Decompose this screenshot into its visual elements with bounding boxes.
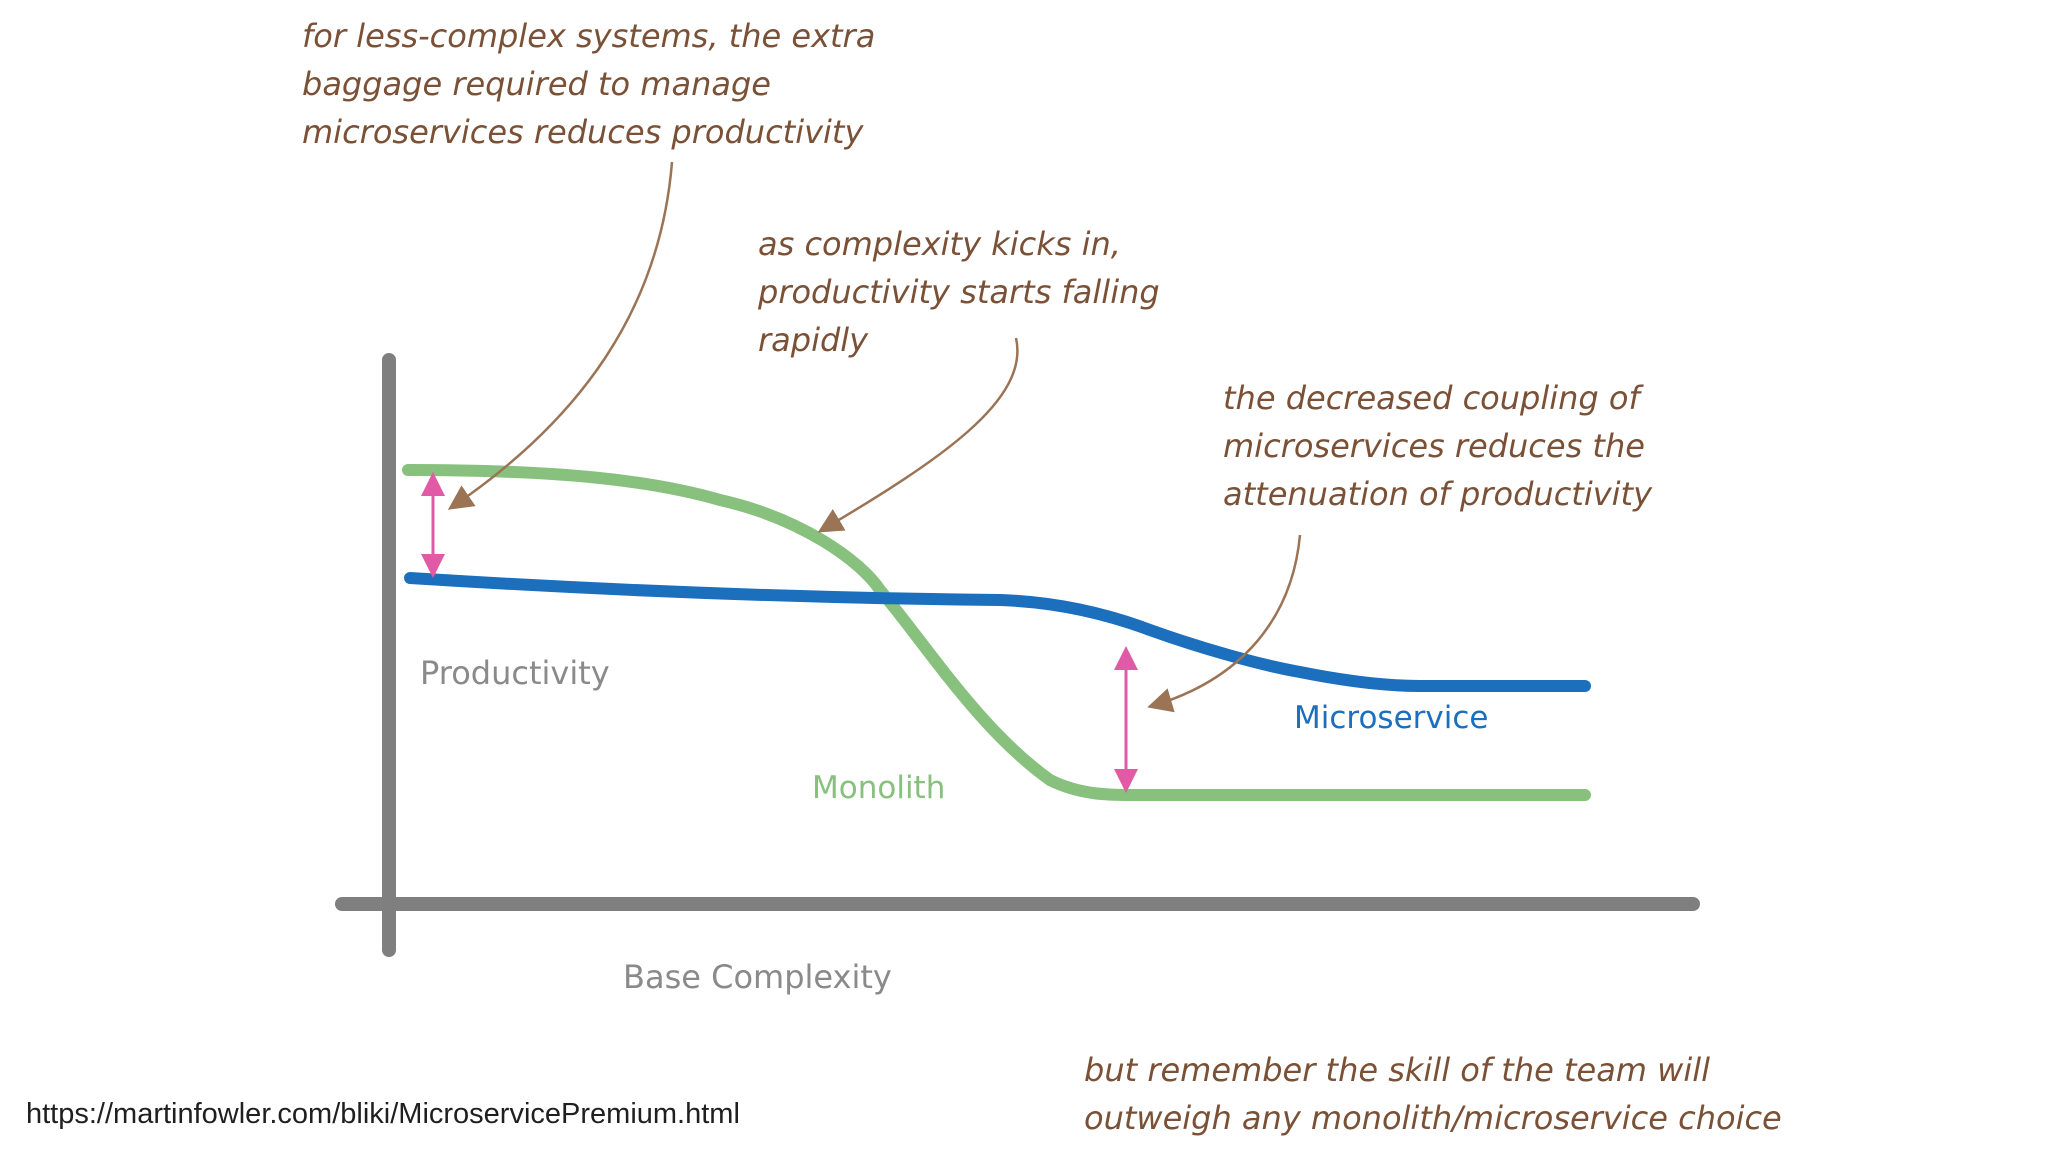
top-left-annotation-arrow <box>447 161 674 510</box>
y-axis-label: Productivity <box>420 654 610 692</box>
annotation-line: microservices reduces the <box>1223 427 1645 465</box>
middle-annotation-arrow <box>817 337 1019 533</box>
annotation-line: as complexity kicks in, <box>758 225 1121 263</box>
annotation-line: attenuation of productivity <box>1223 475 1653 513</box>
annotation-bottom: but remember the skill of the team will … <box>1084 1046 1782 1142</box>
annotation-line: outweigh any monolith/microservice choic… <box>1084 1099 1782 1137</box>
annotation-line: baggage required to manage <box>302 65 771 103</box>
annotation-line: the decreased coupling of <box>1223 379 1640 417</box>
annotation-line: rapidly <box>758 321 869 359</box>
annotation-top-left: for less-complex systems, the extra bagg… <box>302 12 875 156</box>
x-axis-label: Base Complexity <box>623 958 892 996</box>
annotation-line: productivity starts falling <box>758 273 1160 311</box>
annotation-line: microservices reduces productivity <box>302 113 864 151</box>
microservice-label: Microservice <box>1294 700 1489 736</box>
annotation-line: but remember the skill of the team will <box>1084 1051 1710 1089</box>
monolith-label: Monolith <box>812 770 946 806</box>
microservice-curve <box>404 572 1591 692</box>
annotation-line: for less-complex systems, the extra <box>302 17 876 55</box>
annotation-middle: as complexity kicks in, productivity sta… <box>758 220 1160 364</box>
annotation-right: the decreased coupling of microservices … <box>1223 374 1652 518</box>
right-annotation-arrow <box>1147 534 1302 713</box>
source-link[interactable]: https://martinfowler.com/bliki/Microserv… <box>26 1098 740 1130</box>
monolith-curve <box>402 464 1591 801</box>
